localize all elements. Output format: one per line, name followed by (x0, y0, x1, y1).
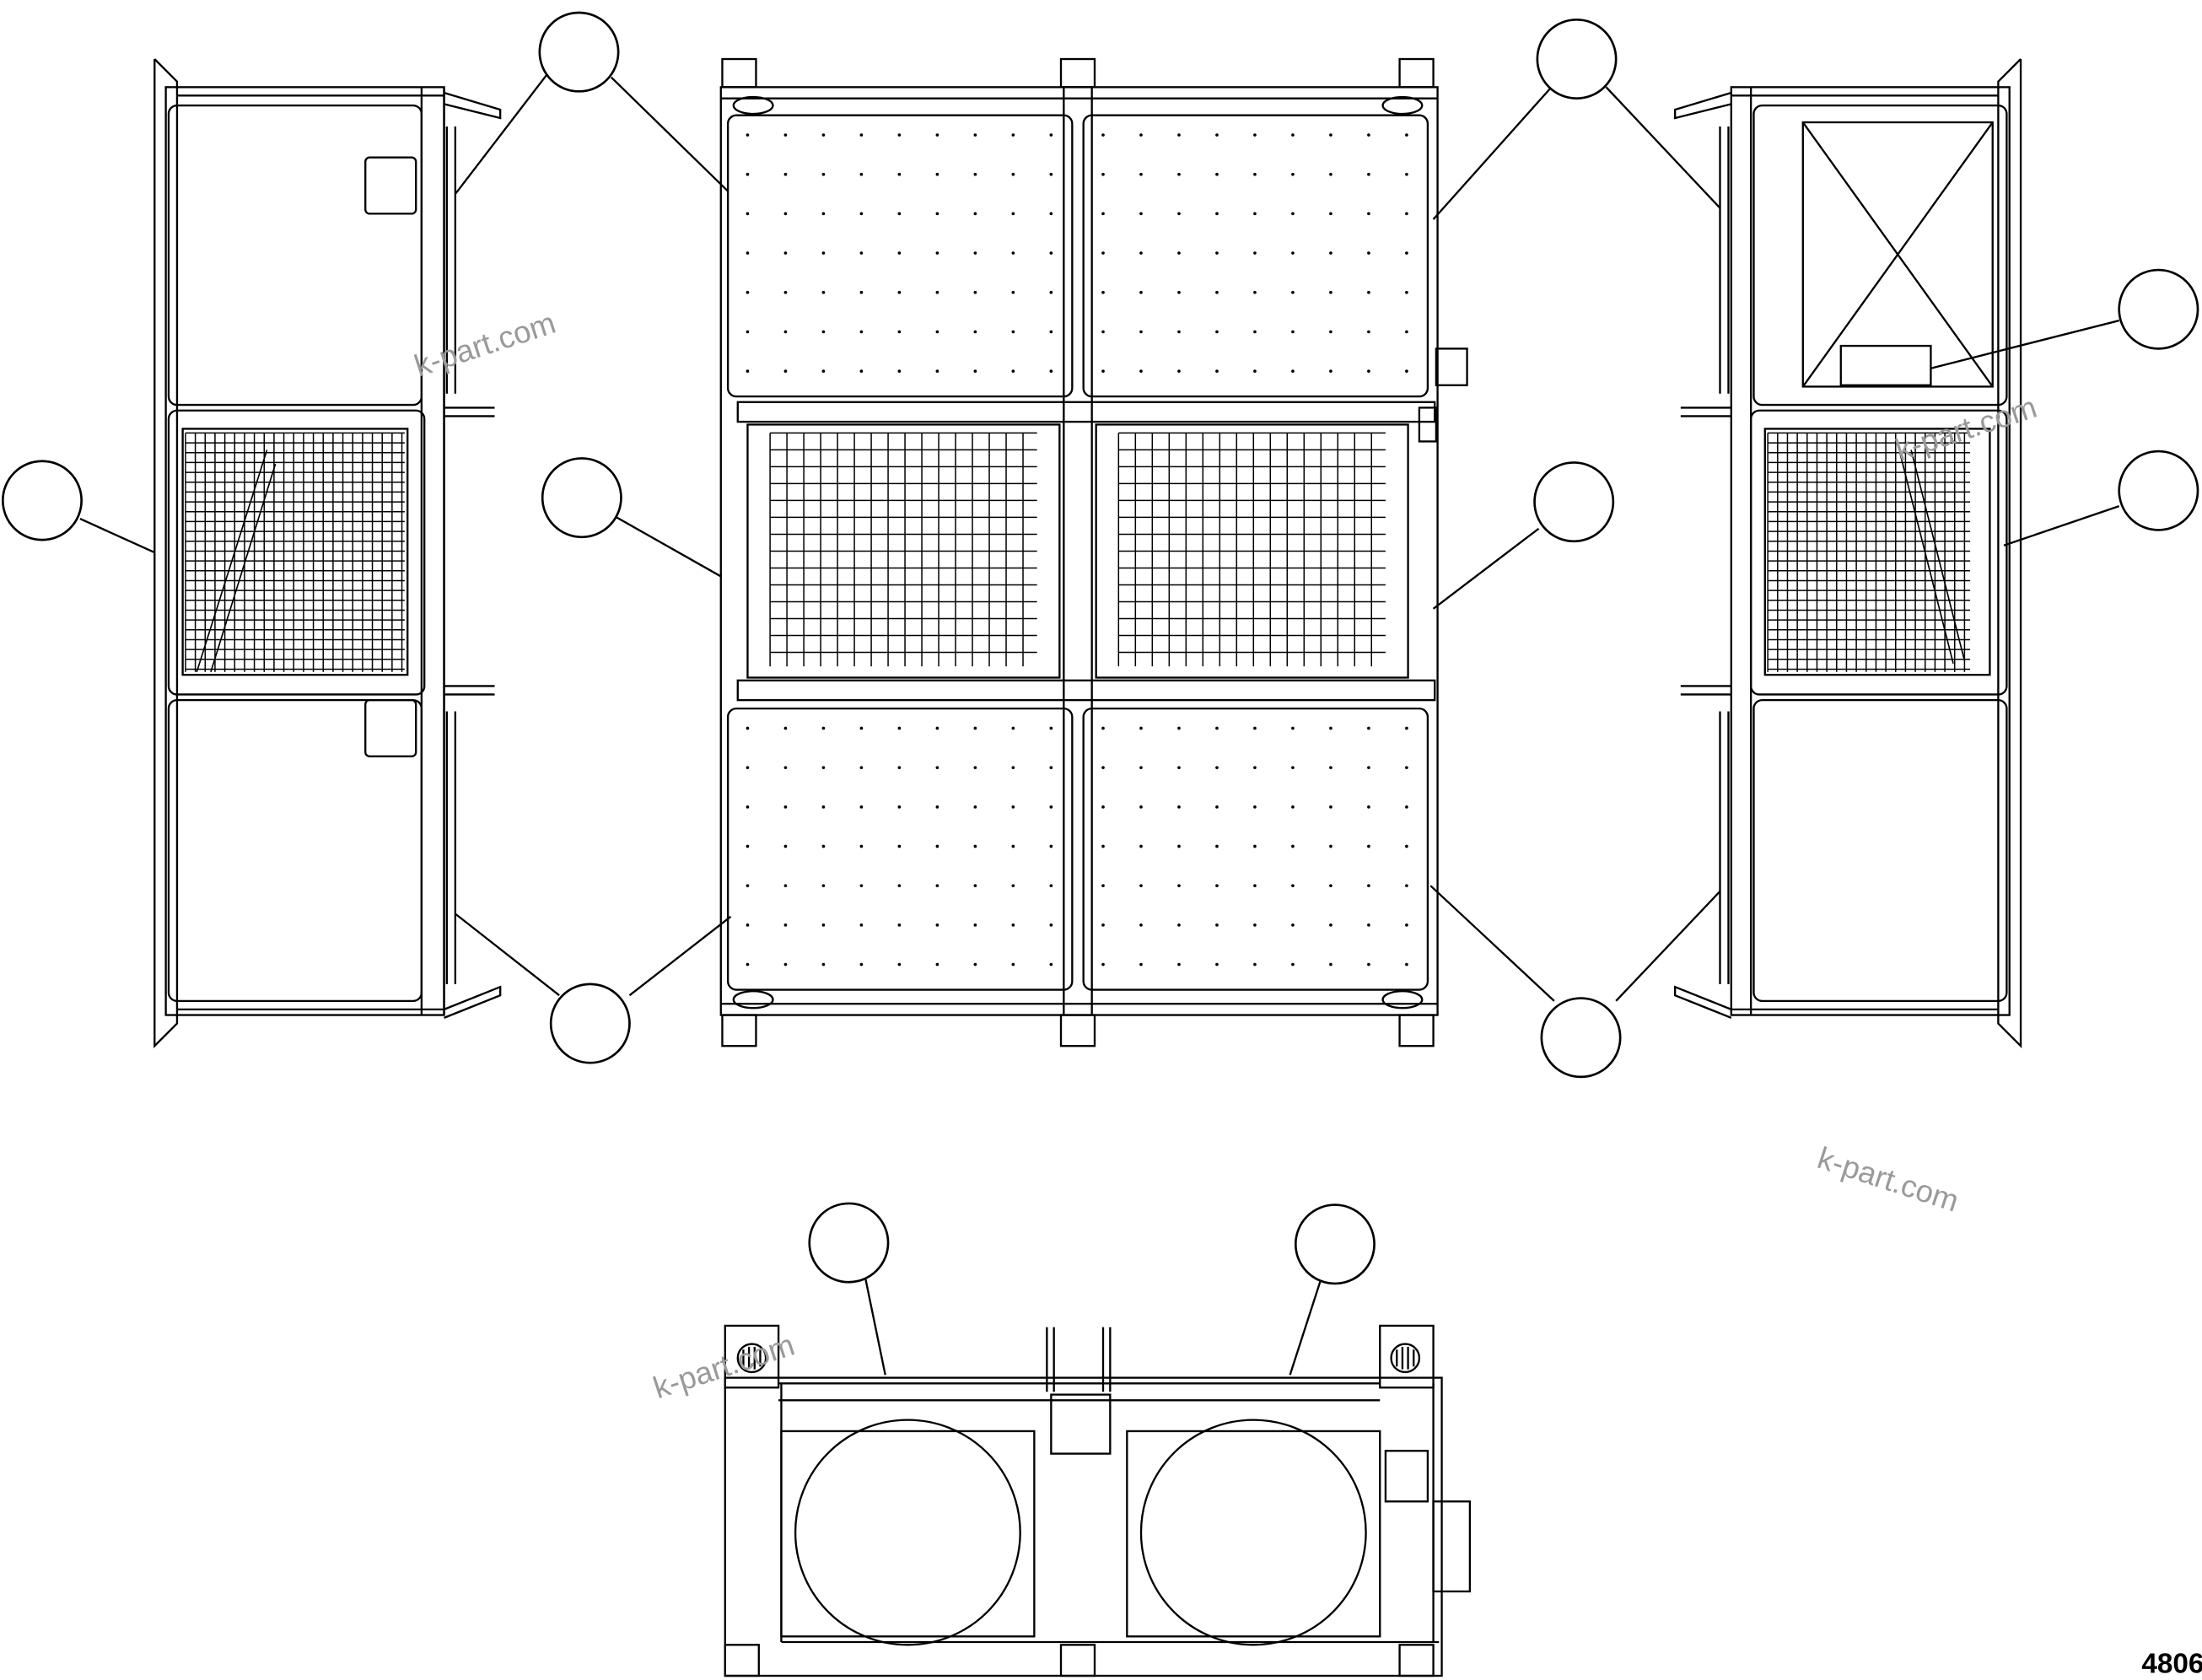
watermark: k-part.com (649, 1327, 799, 1406)
perforated-panel (726, 114, 1074, 398)
center-bracket (1050, 1393, 1112, 1455)
lifting-lug (724, 1324, 780, 1389)
access-opening (1801, 121, 1994, 388)
callout-bubbles (1, 11, 2199, 1285)
lifting-lug (1398, 57, 1435, 89)
right-lower-panel (1752, 698, 2008, 1003)
right-side-view (1673, 58, 2022, 1049)
right-upper-panel (1752, 104, 2008, 407)
left-upper-panel (167, 104, 423, 407)
callout-bubble (1540, 997, 1622, 1079)
callout-bubble (2118, 268, 2199, 350)
fan-right (1139, 1419, 1367, 1646)
callout-bubble (1533, 461, 1615, 543)
perforated-panel (1082, 707, 1429, 991)
left-lower-panel (167, 698, 423, 1003)
callout-bubble (1, 460, 83, 541)
fan-shroud-left (780, 1430, 1036, 1638)
callout-bubble (808, 1202, 890, 1284)
center-grille-left (746, 423, 1061, 679)
lifting-lug (721, 1014, 757, 1047)
lifting-lug (1379, 1324, 1435, 1389)
left-lower-plate (364, 698, 417, 757)
right-grille-frame (1749, 409, 2008, 696)
center-grille-right (1095, 423, 1409, 679)
lifting-lug (1059, 1014, 1096, 1047)
callout-bubble (541, 457, 622, 539)
fan-left (794, 1419, 1021, 1646)
callout-bubble (549, 983, 631, 1064)
perforated-panel (1082, 114, 1429, 398)
watermark: k-part.com (1813, 1140, 1962, 1219)
callout-bubble (538, 11, 620, 93)
watermark: k-part.com (1892, 390, 2041, 468)
lifting-lug (721, 57, 757, 89)
left-grille-mesh (185, 432, 405, 672)
left-grille-frame (167, 409, 426, 696)
top-view (719, 57, 1468, 1047)
left-side-view (153, 58, 502, 1049)
right-grille-mesh (1767, 432, 1971, 672)
lifting-lug (1398, 1014, 1435, 1047)
fan-shroud-right (1126, 1430, 1381, 1638)
perforated-panel (726, 707, 1074, 991)
nameplate (1839, 344, 1932, 386)
callout-bubble (2118, 450, 2199, 531)
left-upper-plate (364, 156, 417, 215)
front-view (724, 1324, 1472, 1677)
figure-number: 48067 (2141, 1649, 2202, 1680)
lifting-lug (1059, 57, 1096, 89)
leader-lines (79, 72, 2120, 1376)
watermark: k-part.com (410, 305, 559, 384)
callout-bubble (1294, 1203, 1376, 1285)
callout-bubble (1536, 19, 1618, 100)
